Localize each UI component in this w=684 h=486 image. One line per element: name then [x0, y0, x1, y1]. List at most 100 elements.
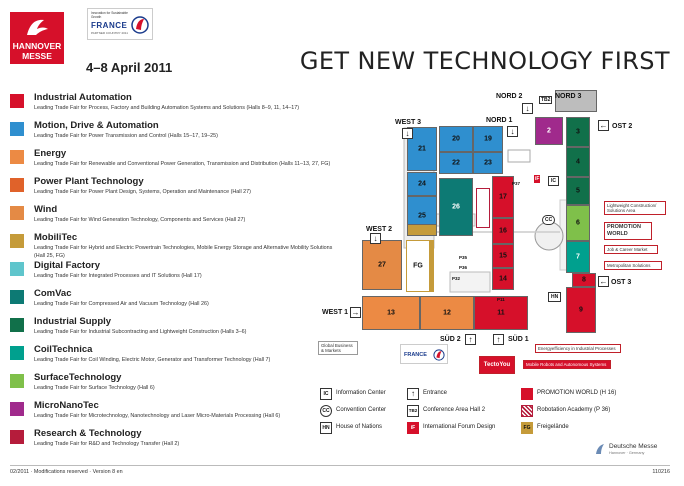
footer-code: 110216 — [652, 469, 670, 475]
fair-description: Leading Trade Fair for Wind Generation T… — [34, 217, 246, 223]
hall-8[interactable]: 8 — [572, 273, 596, 287]
fair-name: SurfaceTechnology — [34, 372, 122, 383]
event-dates: 4–8 April 2011 — [86, 60, 173, 75]
callout-job-career: Job & Career Market — [604, 245, 658, 255]
label-p32: P32 — [452, 276, 461, 281]
hall-16[interactable]: 16 — [492, 218, 514, 244]
fair-color-swatch — [10, 94, 24, 108]
footer-version: 02/2011 · Modifications reserved · Versi… — [10, 469, 123, 475]
hall-15[interactable]: 15 — [492, 244, 514, 268]
fair-name: Research & Technology — [34, 428, 142, 439]
entrance-nord-2: NORD 2 — [496, 93, 523, 100]
hall-25-mobilitec-area — [407, 224, 437, 236]
hall-14[interactable]: 14 — [492, 268, 514, 290]
hall-7[interactable]: 7 — [566, 241, 590, 273]
logo-word-hannover: HANNOVER — [12, 41, 62, 51]
fair-name: Energy — [34, 148, 67, 159]
hall-11[interactable]: 11 — [474, 296, 528, 330]
fair-description: Leading Trade Fair for Renewable and Con… — [34, 161, 331, 167]
label-ic: IC — [548, 176, 559, 186]
hall-19[interactable]: 19 — [473, 126, 503, 152]
partner-country-badge: Innovation for Sustainable Growth FRANCE… — [87, 8, 153, 40]
fair-color-swatch — [10, 122, 24, 136]
tb2-icon: TB2 — [407, 405, 419, 417]
fg-icon: FG — [521, 422, 533, 434]
deutsche-messe-mark-icon — [596, 444, 604, 454]
logo-word-messe: MESSE — [22, 51, 52, 61]
map-partner-badge: FRANCE — [400, 344, 448, 364]
hall-22[interactable]: 22 — [439, 152, 473, 174]
fair-color-swatch — [10, 318, 24, 332]
hall-12[interactable]: 12 — [420, 296, 474, 330]
fair-description: Leading Trade Fair for Process, Factory … — [34, 105, 300, 111]
hall-6[interactable]: 6 — [566, 205, 590, 241]
hermes-head-icon — [27, 19, 48, 35]
fg-stripe — [430, 240, 434, 292]
hall-9[interactable]: 9 — [566, 287, 596, 333]
fair-name: Power Plant Technology — [34, 176, 144, 187]
entrance-arrow-icon: ↓ — [402, 128, 413, 139]
ic-icon: IC — [320, 388, 332, 400]
entrance-sued-2: SÜD 2 — [440, 336, 461, 343]
cc-icon: CC — [320, 405, 332, 417]
hall-3[interactable]: 3 — [566, 117, 590, 147]
callout-metropolitan: Metropolitan Solutions — [604, 261, 662, 271]
label-cc: CC — [542, 215, 556, 225]
hall-4[interactable]: 4 — [566, 147, 590, 177]
fair-description: Leading Trade Fair for Coil Winding, Ele… — [34, 357, 271, 363]
robotation-area — [476, 188, 490, 228]
hall-20[interactable]: 20 — [439, 126, 473, 152]
dm-name: Deutsche Messe — [609, 443, 658, 450]
entrance-nord-3: NORD 3 — [555, 93, 582, 100]
partner-country: FRANCE — [91, 21, 128, 30]
callout-lightweight: Lightweight Construction/ Solutions Area — [604, 201, 666, 216]
hall-23[interactable]: 23 — [473, 152, 503, 174]
fair-name: Digital Factory — [34, 260, 100, 271]
label-p36: P36 — [459, 265, 468, 270]
hall-27[interactable]: 27 — [362, 240, 402, 290]
hall-5[interactable]: 5 — [566, 177, 590, 205]
hall-13[interactable]: 13 — [362, 296, 420, 330]
entrance-arrow-icon: → — [350, 307, 361, 318]
fair-name: Industrial Supply — [34, 316, 112, 327]
fair-description: Leading Trade Fair for Compressed Air an… — [34, 301, 209, 307]
hn-icon: HN — [320, 422, 332, 434]
promotion-world-swatch-icon — [521, 388, 533, 400]
fair-color-swatch — [10, 430, 24, 444]
fair-color-swatch — [10, 402, 24, 416]
dm-sub: Hannover · Germany — [609, 451, 645, 455]
fair-description: Leading Trade Fair for Power Plant Desig… — [34, 189, 251, 195]
fair-name: Wind — [34, 204, 58, 215]
fair-name: ComVac — [34, 288, 72, 299]
label-p35: P35 — [459, 255, 468, 260]
callout-global-business: Global Business & Markets — [318, 341, 358, 356]
fair-name: MicroNanoTec — [34, 400, 99, 411]
fair-color-swatch — [10, 374, 24, 388]
hall-17[interactable]: 17 — [492, 176, 514, 218]
callout-promotion-world: PROMOTION WORLD — [604, 222, 652, 240]
if-design-icon: iF — [407, 422, 419, 434]
entrance-ost-2: OST 2 — [612, 123, 633, 130]
hall-26[interactable]: 26 — [439, 178, 473, 236]
entrance-arrow-icon: ↓ — [370, 233, 381, 244]
entrance-arrow-icon: ← — [598, 120, 609, 131]
entrance-west-3: WEST 3 — [395, 119, 422, 126]
entrance-west-2: WEST 2 — [366, 226, 393, 233]
hall-2[interactable]: 2 — [535, 117, 563, 145]
entrance-sued-1: SÜD 1 — [508, 336, 529, 343]
france-emblem-icon — [433, 349, 445, 361]
fair-color-swatch — [10, 150, 24, 164]
label-tb2: TB2 — [539, 96, 553, 104]
fair-color-swatch — [10, 206, 24, 220]
callout-mobile-robots: Mobile Robots and Autonomous Systems — [523, 360, 611, 370]
fair-description: Leading Trade Fair for Surface Technolog… — [34, 385, 155, 391]
open-air-site-fg[interactable]: FG — [406, 240, 430, 292]
callout-energy-efficiency: Energyefficiency in Industrial Processes — [535, 344, 621, 354]
entrance-ost-3: OST 3 — [611, 279, 632, 286]
fair-color-swatch — [10, 262, 24, 276]
fair-name: Industrial Automation — [34, 92, 132, 103]
france-emblem-icon — [131, 16, 149, 34]
hall-24[interactable]: 24 — [407, 172, 437, 196]
footer-divider — [10, 465, 670, 466]
entrance-arrow-icon: ← — [598, 276, 609, 287]
